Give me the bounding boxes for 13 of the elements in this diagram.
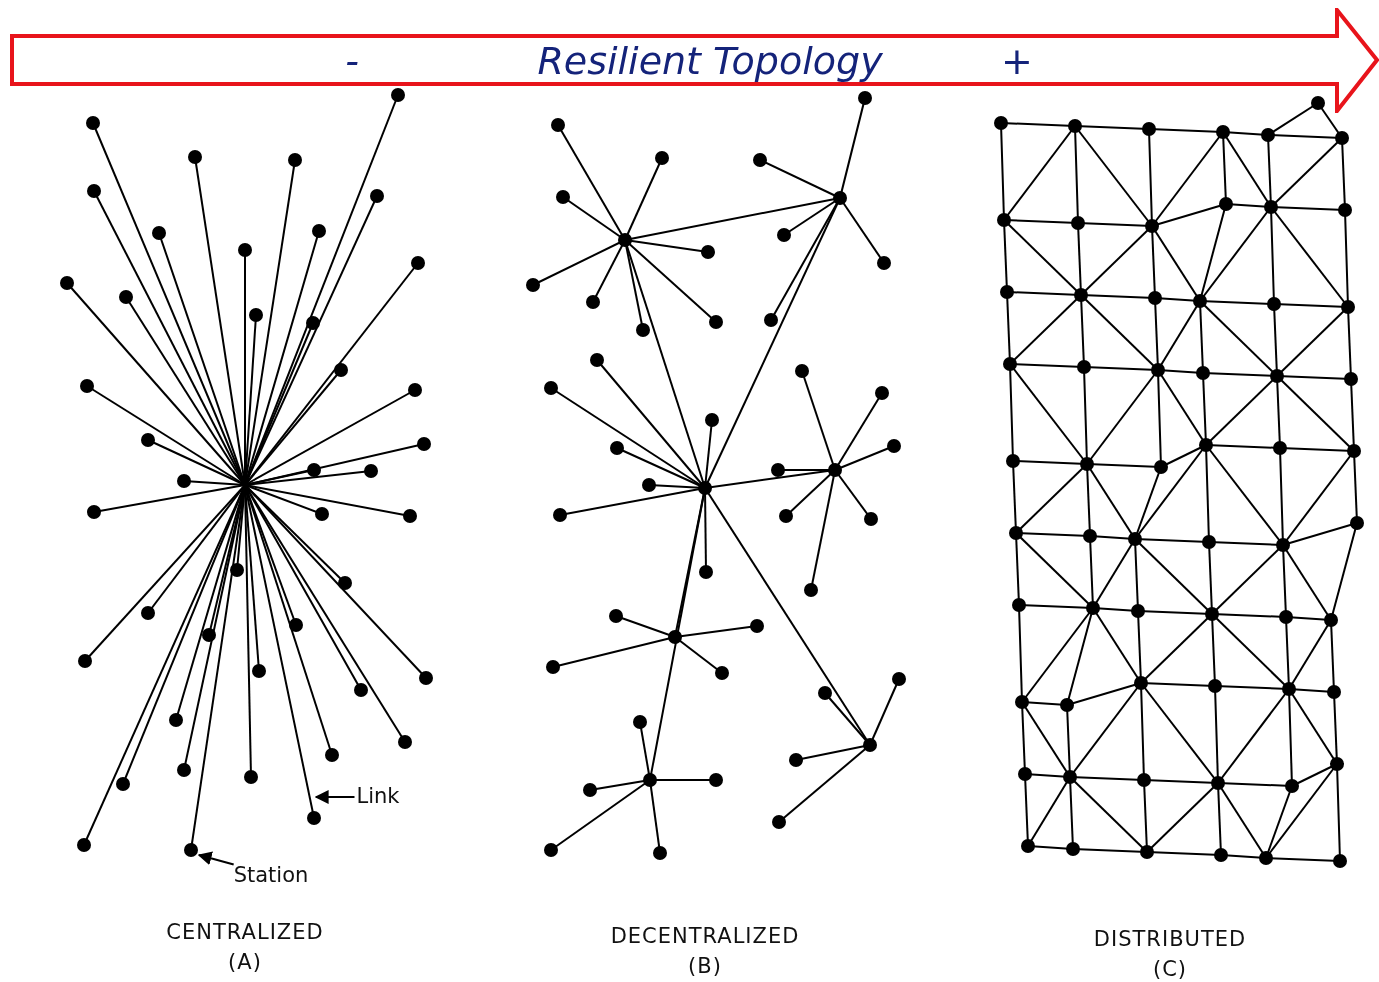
- minus-sign: -: [345, 41, 359, 83]
- leader-line: [197, 851, 235, 866]
- banner-title: Resilient Topology: [537, 41, 883, 83]
- panel-letter: (C): [1152, 958, 1188, 982]
- callout-label: Station: [233, 864, 309, 888]
- plus-sign: +: [1001, 41, 1033, 83]
- network-caption: CENTRALIZED: [166, 921, 324, 945]
- panel-letter: (A): [228, 951, 262, 975]
- leader-line: [314, 790, 356, 804]
- network-caption: DECENTRALIZED: [610, 925, 800, 949]
- network-caption: DISTRIBUTED: [1093, 928, 1247, 952]
- panel-letter: (B): [688, 955, 722, 979]
- callout-label: Link: [356, 785, 400, 809]
